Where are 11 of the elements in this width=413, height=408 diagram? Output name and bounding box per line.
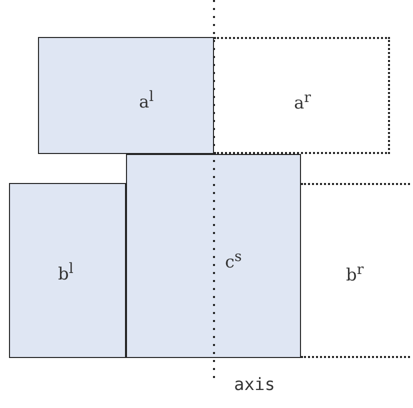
region-label: a$^{r}$ xyxy=(294,91,311,113)
mirrored-region xyxy=(214,37,390,154)
region-label: b$^{l}$ xyxy=(58,262,74,284)
region-rectangle xyxy=(38,37,214,154)
axis-label: axis xyxy=(234,377,275,394)
mirrored-region xyxy=(301,183,410,358)
region-label: b$^{r}$ xyxy=(346,263,364,285)
region-rectangle xyxy=(126,154,301,358)
region-label: c$^{s}$ xyxy=(225,250,242,272)
region-label: a$^{l}$ xyxy=(139,90,154,112)
region-rectangle xyxy=(9,183,126,358)
